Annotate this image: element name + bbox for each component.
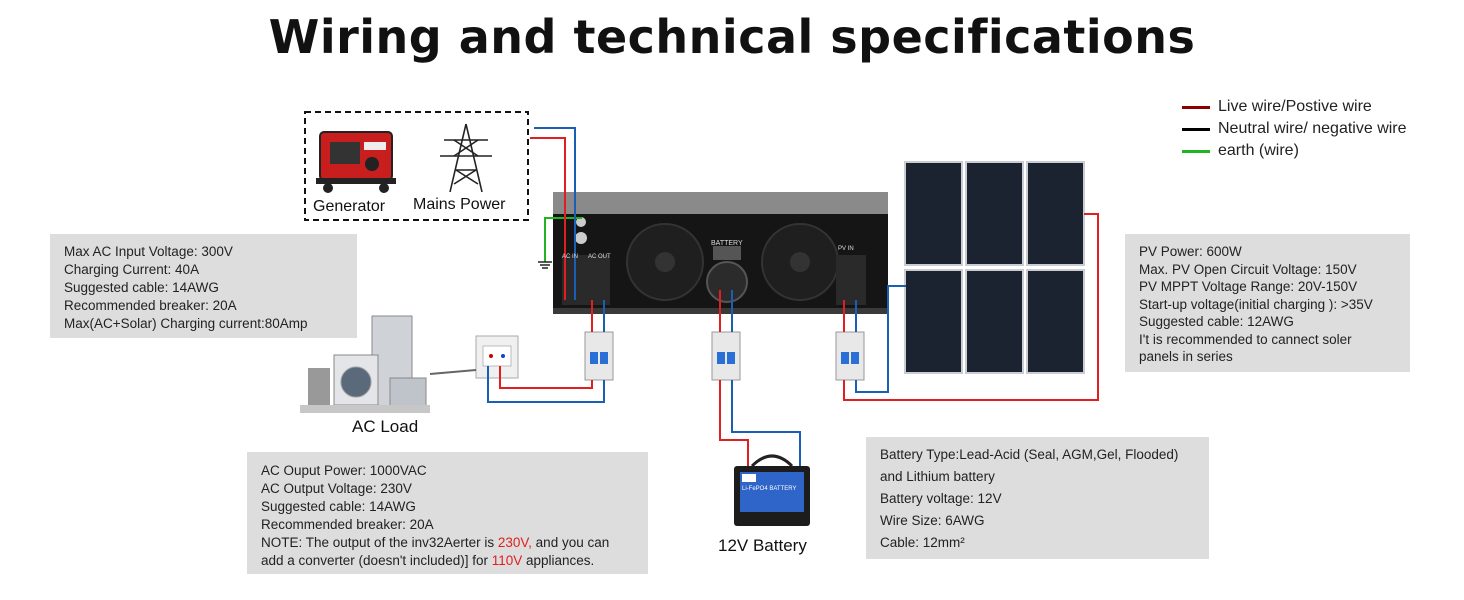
spec-line: Battery Type:Lead-Acid (Seal, AGM,Gel, F…: [880, 447, 1179, 462]
legend-label-live: Live wire/Postive wire: [1218, 98, 1372, 115]
note-text: add a converter (doesn't included)] for: [261, 553, 492, 568]
spec-line: panels in series: [1139, 349, 1233, 364]
inverter-pv-in-label: PV IN: [838, 246, 854, 252]
note-highlight-230v: 230V,: [497, 535, 532, 550]
spec-line: Suggested cable: 14AWG: [64, 280, 219, 295]
note-text: appliances.: [522, 553, 595, 568]
legend-label-earth: earth (wire): [1218, 142, 1299, 159]
wall-outlet-icon: [475, 335, 519, 379]
spec-line: Recommended breaker: 20A: [64, 298, 237, 313]
note-line-1: NOTE: The output of the inv32Aerter is 2…: [261, 534, 634, 552]
spec-line: Charging Current: 40A: [64, 262, 200, 277]
inverter-ac-out-label: AC OUT: [588, 254, 611, 260]
note-text: NOTE: The output of the inv32Aerter is: [261, 535, 498, 550]
breaker-ac-output: [584, 331, 614, 381]
battery-port: [706, 261, 748, 303]
spec-line: Start-up voltage(initial charging ): >35…: [1139, 296, 1373, 312]
inverter-unit: [553, 192, 888, 314]
generator-icon: [316, 131, 396, 193]
ground-terminal: [576, 217, 586, 227]
inverter-battery-label: BATTERY: [711, 240, 743, 247]
legend-item-live: Live wire/Postive wire: [1182, 96, 1407, 118]
spec-line: Suggested cable: 14AWG: [261, 499, 416, 514]
breaker-battery: [711, 331, 741, 381]
ac-output-specs: AC Ouput Power: 1000VAC AC Output Voltag…: [247, 452, 648, 574]
note-text: and you can: [531, 535, 610, 550]
spec-line: Battery voltage: 12V: [880, 491, 1002, 506]
ac-input-specs: Max AC Input Voltage: 300V Charging Curr…: [50, 234, 357, 338]
legend-line-live: [1182, 105, 1210, 109]
legend-line-neutral: [1182, 127, 1210, 131]
spec-line: Recommended breaker: 20A: [261, 517, 434, 532]
spec-line: and Lithium battery: [880, 469, 995, 484]
generator-label: Generator: [313, 198, 386, 215]
battery-icon: [734, 454, 810, 526]
spec-line: I't is recommended to cannect soler: [1139, 331, 1352, 347]
spec-line: AC Output Voltage: 230V: [261, 481, 412, 496]
appliances-icon: [300, 315, 430, 413]
spec-line: PV MPPT Voltage Range: 20V-150V: [1139, 279, 1358, 294]
legend-line-earth: [1182, 149, 1210, 153]
ac-source-box: [304, 111, 529, 221]
battery-brand-label: Li-FePO4 BATTERY: [742, 486, 797, 492]
spec-line: Max. PV Open Circuit Voltage: 150V: [1139, 261, 1357, 277]
legend-item-earth: earth (wire): [1182, 140, 1407, 162]
spec-line: Wire Size: 6AWG: [880, 513, 985, 528]
battery-label: 12V Battery: [718, 536, 807, 555]
pv-specs: PV Power: 600W Max. PV Open Circuit Volt…: [1125, 234, 1410, 372]
inverter-ac-in-label: AC IN: [562, 254, 579, 260]
battery-specs: Battery Type:Lead-Acid (Seal, AGM,Gel, F…: [866, 437, 1209, 559]
wire-legend: Live wire/Postive wire Neutral wire/ neg…: [1182, 96, 1407, 162]
spec-line: Suggested cable: 12AWG: [1139, 314, 1294, 329]
note-highlight-110v: 110V: [491, 553, 523, 568]
spec-line: Cable: 12mm²: [880, 535, 965, 550]
legend-label-neutral: Neutral wire/ negative wire: [1218, 120, 1407, 137]
page-title: Wiring and technical specifications: [268, 10, 1196, 64]
spec-line: Max AC Input Voltage: 300V: [64, 244, 233, 259]
breaker-pv: [835, 331, 865, 381]
legend-item-neutral: Neutral wire/ negative wire: [1182, 118, 1407, 140]
note-line-2: add a converter (doesn't included)] for …: [261, 552, 634, 570]
solar-panels: [904, 161, 1085, 374]
mains-power-label: Mains Power: [413, 196, 506, 213]
spec-line: PV Power: 600W: [1139, 244, 1242, 259]
spec-line: Max(AC+Solar) Charging current:80Amp: [64, 316, 308, 331]
power-tower-icon: [440, 123, 492, 193]
spec-line: AC Ouput Power: 1000VAC: [261, 463, 427, 478]
ac-load-label: AC Load: [352, 417, 419, 436]
